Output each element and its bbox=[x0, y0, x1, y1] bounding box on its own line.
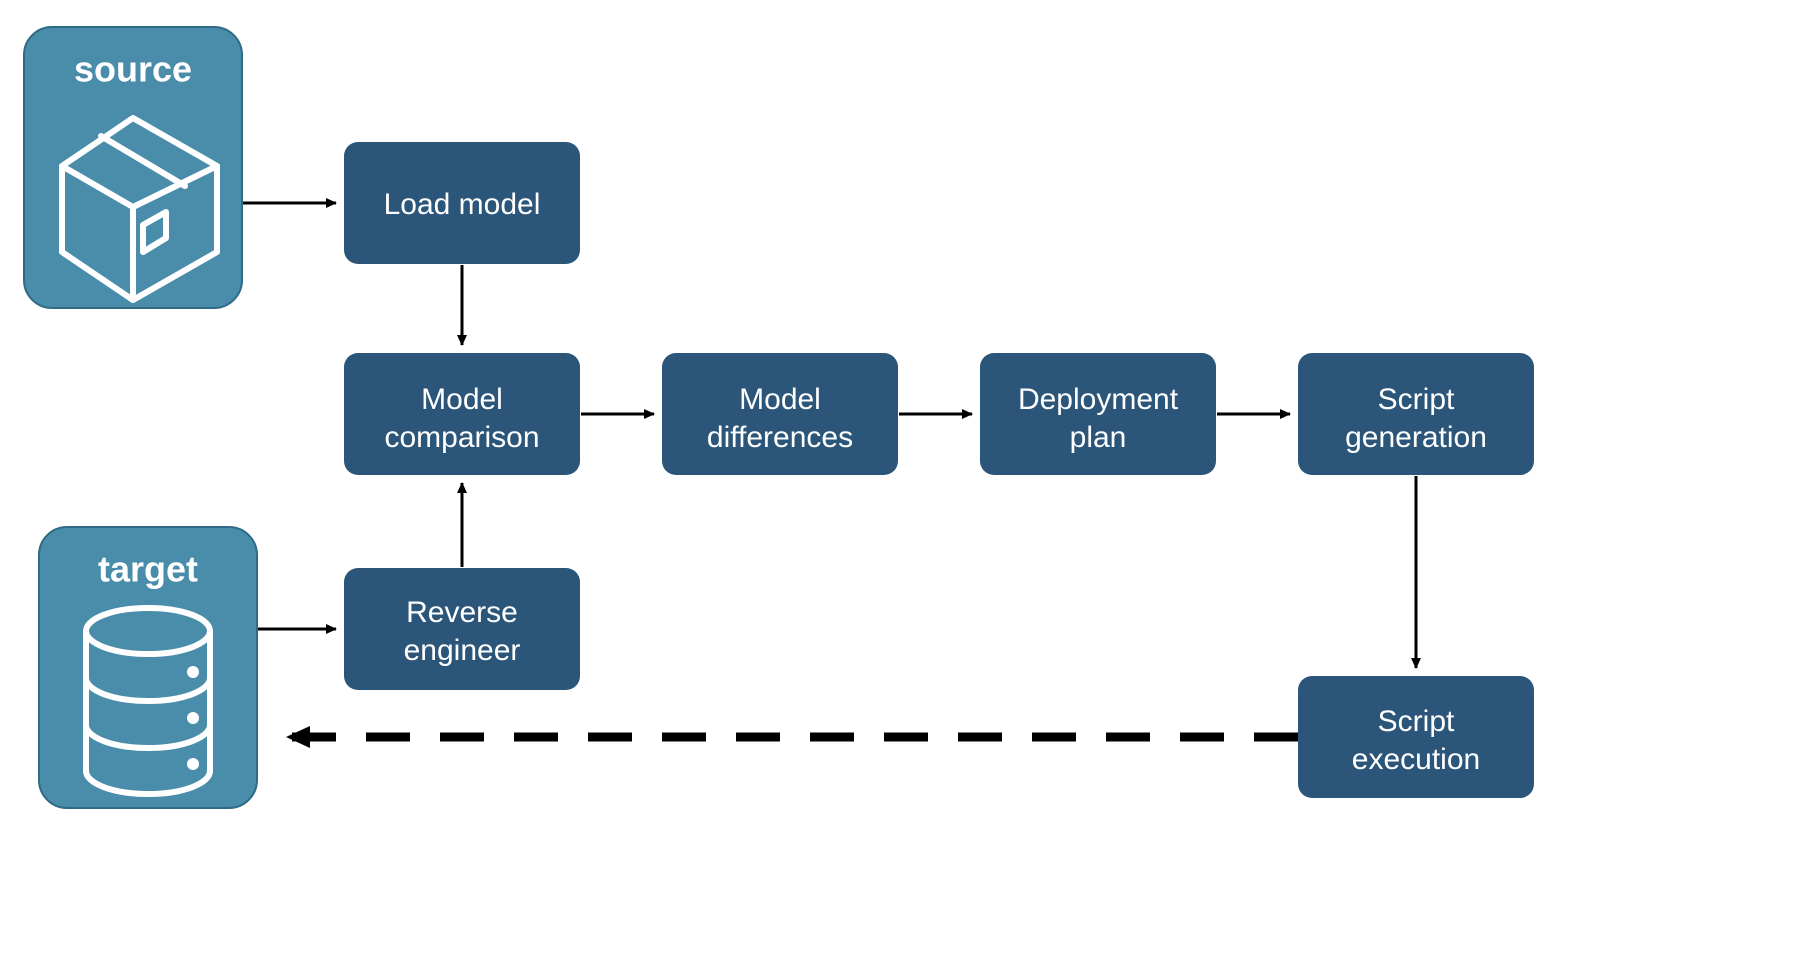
script-execution-label-line-2: execution bbox=[1352, 743, 1480, 776]
node-script-execution[interactable]: Script execution bbox=[1298, 676, 1534, 798]
deployment-plan-label-line-1: Deployment bbox=[1018, 383, 1179, 416]
node-script-generation[interactable]: Script generation bbox=[1298, 353, 1534, 475]
node-model-differences[interactable]: Model differences bbox=[662, 353, 898, 475]
load-model-background bbox=[344, 142, 580, 264]
source-card-background bbox=[23, 26, 243, 309]
reverse-engineer-label-line-1: Reverse bbox=[406, 596, 518, 629]
script-generation-label-line-2: generation bbox=[1345, 421, 1487, 454]
connector-layer bbox=[243, 198, 1421, 748]
deployment-plan-label-line-2: plan bbox=[1070, 421, 1127, 454]
script-generation-label-line-1: Script bbox=[1378, 383, 1455, 416]
node-model-comparison[interactable]: Model comparison bbox=[344, 353, 580, 475]
node-load-model[interactable]: Load model bbox=[344, 142, 580, 264]
model-comparison-background bbox=[344, 353, 580, 475]
source-label: source bbox=[74, 49, 192, 90]
model-comparison-label-line-2: comparison bbox=[384, 421, 539, 454]
database-cylinder-icon bbox=[83, 605, 213, 797]
target-label: target bbox=[98, 549, 198, 590]
model-differences-label-line-1: Model bbox=[739, 383, 821, 416]
script-execution-label-line-1: Script bbox=[1378, 705, 1455, 738]
script-execution-background bbox=[1298, 676, 1534, 798]
reverse-engineer-label-line-2: engineer bbox=[404, 634, 521, 667]
node-deployment-plan[interactable]: Deployment plan bbox=[980, 353, 1216, 475]
model-differences-label-line-2: differences bbox=[707, 421, 853, 454]
node-source[interactable]: source bbox=[23, 26, 243, 309]
node-target[interactable]: target bbox=[38, 526, 258, 809]
model-comparison-label-line-1: Model bbox=[421, 383, 503, 416]
package-box-icon bbox=[59, 115, 220, 303]
load-model-label-line-1: Load model bbox=[384, 188, 541, 221]
model-differences-background bbox=[662, 353, 898, 475]
script-generation-background bbox=[1298, 353, 1534, 475]
node-reverse-engineer[interactable]: Reverse engineer bbox=[344, 568, 580, 690]
reverse-engineer-background bbox=[344, 568, 580, 690]
deployment-plan-background bbox=[980, 353, 1216, 475]
